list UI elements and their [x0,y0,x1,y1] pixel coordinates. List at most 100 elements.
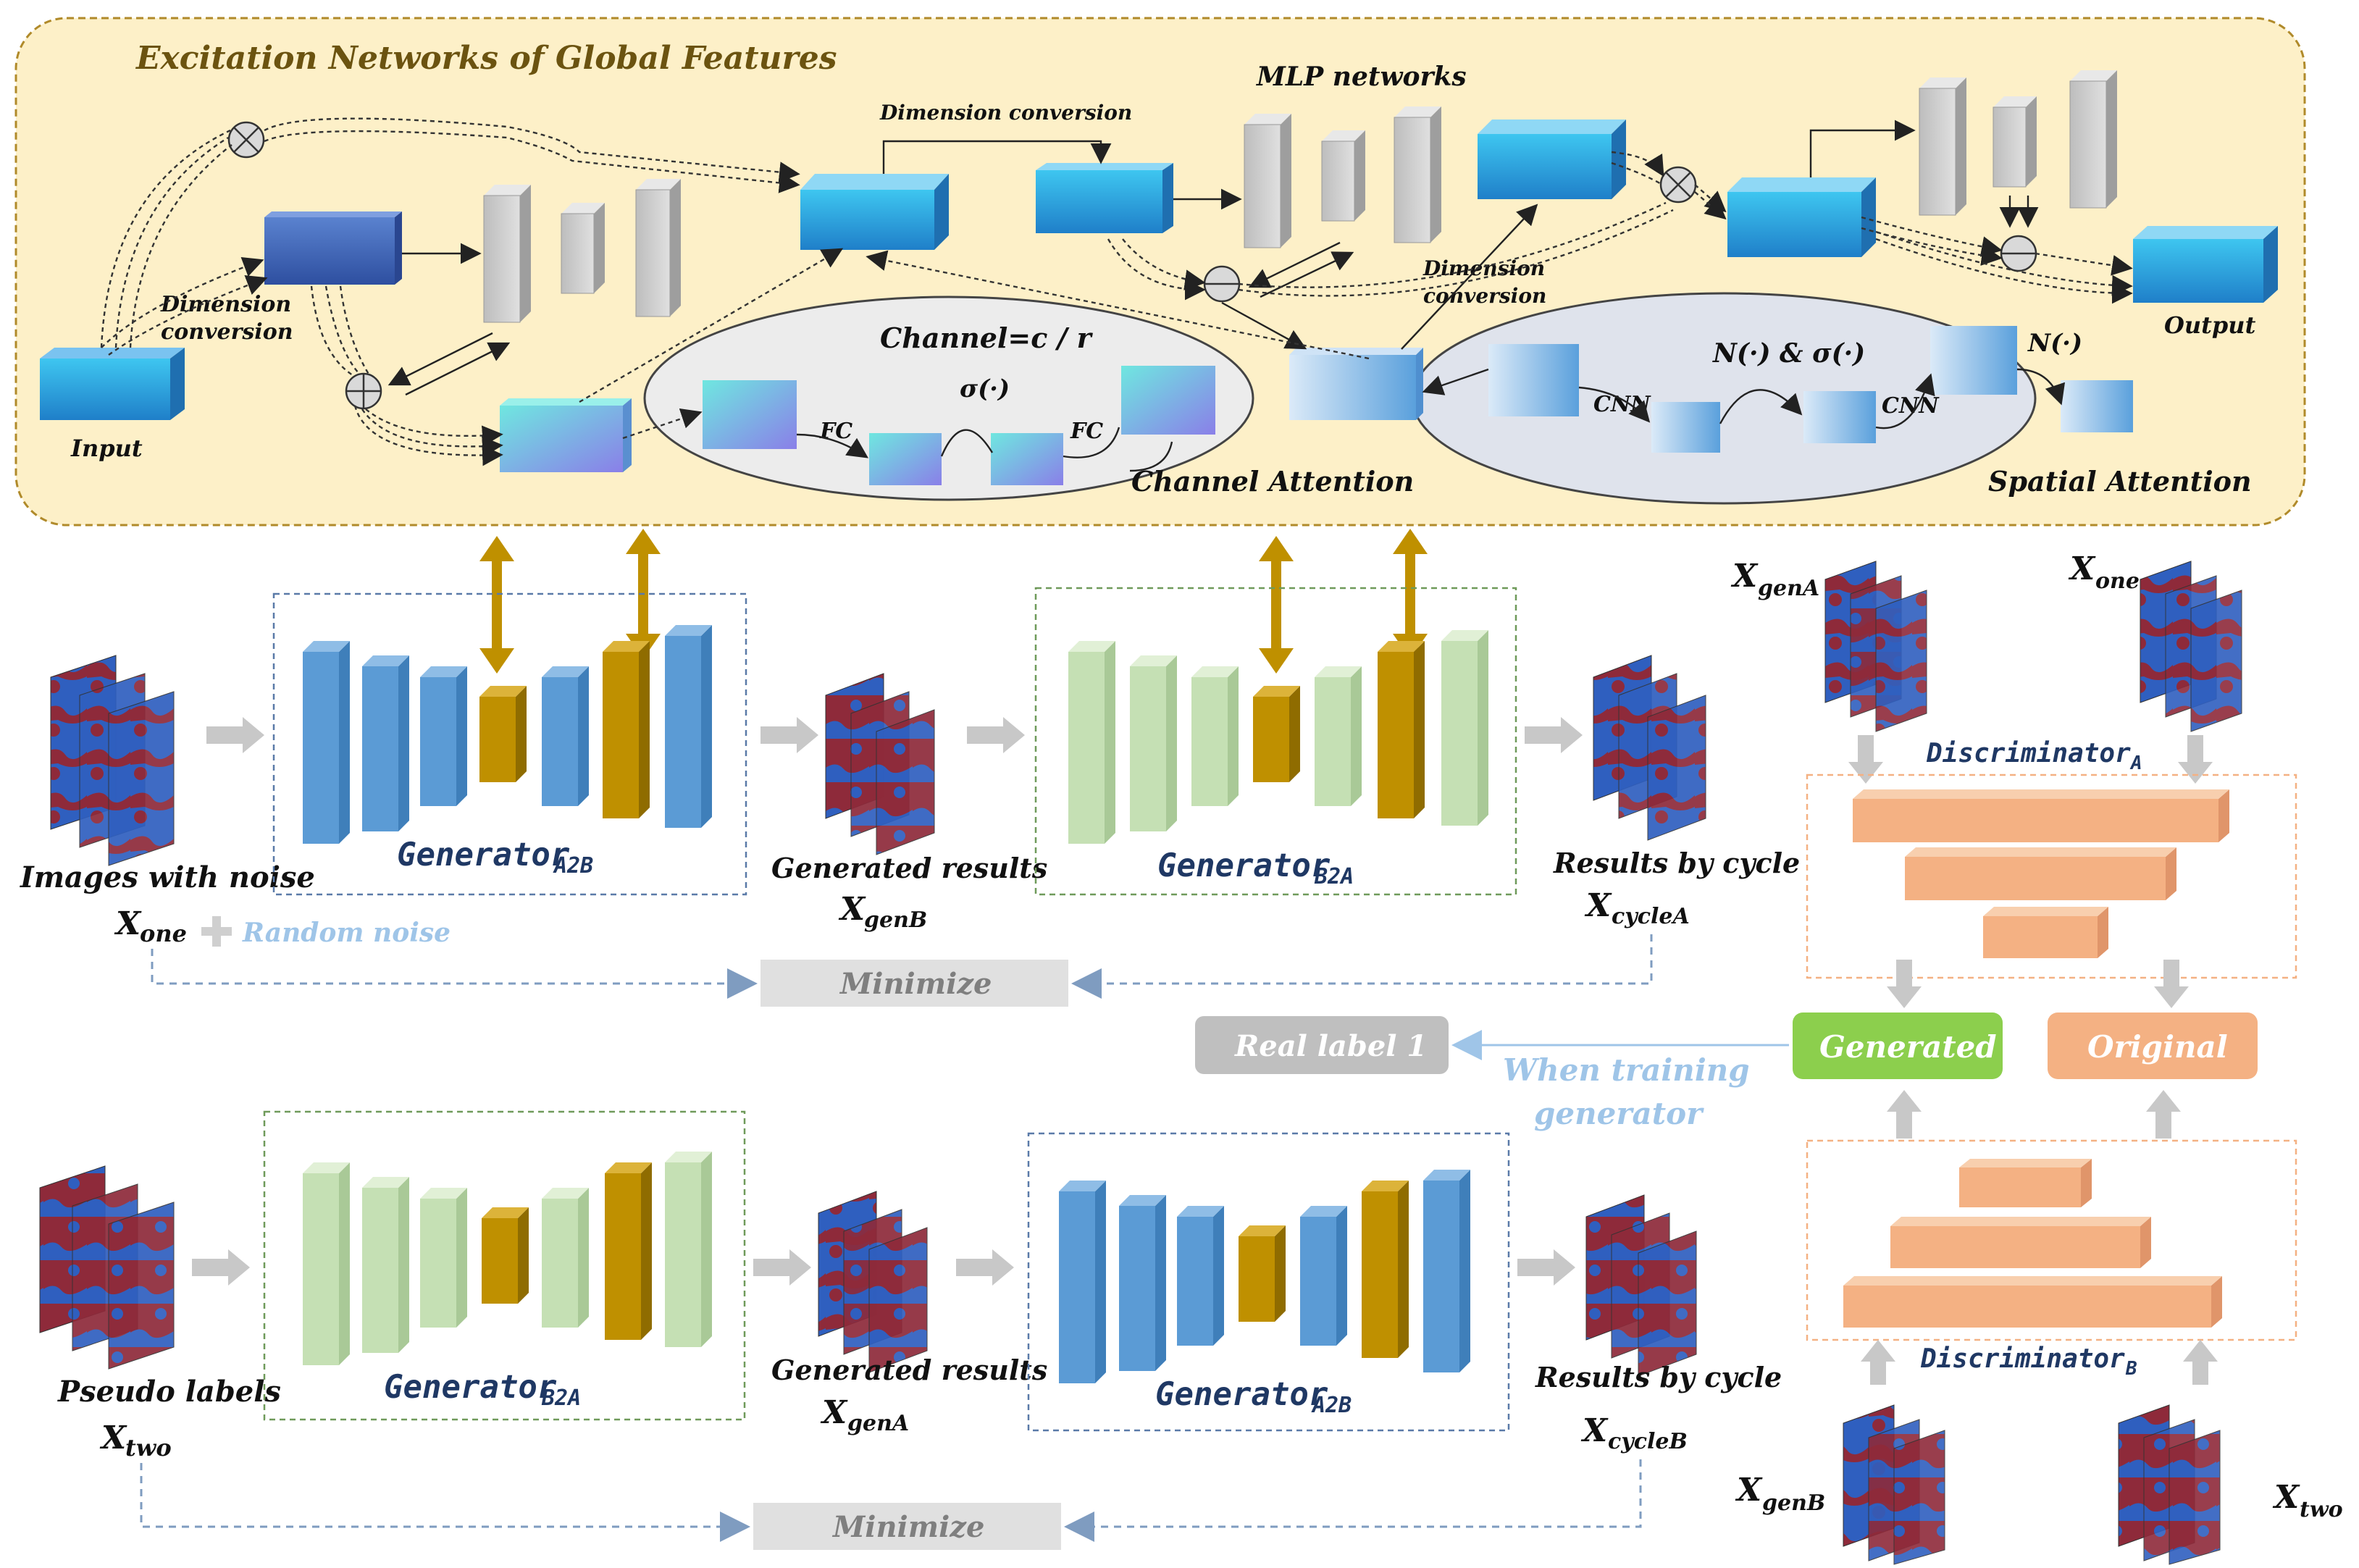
heatmap-generated-row1 [825,673,935,855]
disc-one-sub: one [2095,569,2140,594]
generator-b2a-row1-sub: B2A [1314,864,1354,889]
heatmap-one-disc [2140,561,2242,732]
disc-b-main: Discriminator [1920,1344,2125,1374]
channel-formula: Channel=c / r [880,322,1094,354]
generator-a2b-row1-main: Generator [397,837,570,873]
n-sigma-label: N(·) & σ(·) [1712,338,1865,369]
channel-attention-label: Channel Attention [1131,465,1414,498]
minimize-badge-row1 [761,960,1068,1007]
sky-block-4 [1727,177,1876,257]
cyan-block [500,398,632,472]
gray-up-arrows-discB [1861,1340,2218,1385]
original-badge [2048,1013,2258,1079]
mlp-bars-far-right [1919,70,2117,216]
disc-one-var: X [2068,550,2096,587]
sigma-label: σ(·) [960,374,1010,403]
gray-down-arrows-outputs [1887,960,2189,1008]
disc-genA-var: X [1730,558,1759,595]
subtract-icon-right [2000,235,2037,272]
pale-block [1289,348,1423,420]
disc-a-main: Discriminator [1926,739,2131,768]
generator-b2a-row2-main: Generator [384,1369,557,1406]
spatial-attention-label: Spatial Attention [1988,465,2252,498]
gray-up-arrows-outputs [1887,1090,2181,1139]
disc-b-bars [1843,1159,2222,1328]
row1-generated-sub: genB [864,907,927,933]
generator-b2a-blocks-row1 [1068,630,1488,844]
input-block [40,348,185,420]
row2-generated-sub: genA [847,1411,909,1436]
generator-a2b-box-row2 [1027,1132,1510,1432]
row2-input-label: Pseudo labels [57,1375,281,1409]
generator-b2a-row2-sub: B2A [541,1385,581,1411]
mlp-bars-left [483,179,681,323]
excitation-panel: Excitation Networks of Global Features I… [14,17,2306,527]
row1-input-var: X [114,905,142,942]
heatmap-input-row1 [50,655,175,866]
when-training-1: When training [1503,1052,1750,1088]
sky-block-3 [1478,120,1626,199]
generator-a2b-blocks-row2 [1059,1170,1470,1383]
generator-b2a-box-row2 [263,1110,746,1421]
disc-two-var: X [2272,1479,2300,1516]
dim-conv-left-1: Dimension [160,292,291,317]
row2-cycle-var: X [1580,1412,1609,1449]
cnn1-label: CNN [1593,392,1651,417]
heatmap-cycle-row1 [1593,655,1706,841]
mlp-bars-right [1244,106,1441,248]
minimize-badge-row2 [753,1503,1061,1550]
dim-conv-right-2: conversion [1423,284,1546,308]
heatmap-genA-disc [1824,561,1927,732]
row1-generated-var: X [838,891,866,928]
row1-cycle-sub: cycleA [1612,904,1690,929]
spatial-attention-blocks [1488,326,2133,453]
generator-a2b-box-row1 [272,592,747,896]
plus-icon-noise [201,916,232,947]
dim-conv-right-1: Dimension [1422,256,1545,280]
channel-attention-blocks [703,366,1215,485]
generator-a2b-row1-sub: A2B [553,853,593,879]
n-dot-label: N(·) [2027,329,2082,358]
disc-genB-sub: genB [1762,1491,1825,1516]
real-label: Real label 1 [1234,1029,1427,1063]
heatmap-two-disc [2118,1404,2221,1565]
generated-badge [1793,1013,2003,1079]
original-label: Original [2087,1029,2228,1065]
when-training-2: generator [1534,1096,1704,1131]
subtract-icon [1203,265,1241,303]
disc-b-sub: B [2125,1358,2137,1380]
fc1-label: FC [819,419,852,444]
generator-a2b-blocks-row1 [303,625,712,844]
row2-input-sub: two [125,1434,172,1462]
gold-link-arrows [479,529,1428,674]
row2-generated-label: Generated results [771,1354,1047,1386]
dimension-block-dark [264,211,402,285]
row1-cycle-label: Results by cycle [1553,847,1800,879]
real-label-badge [1195,1016,1449,1074]
output-block [2133,226,2278,303]
disc-b-box [1806,1139,2297,1341]
generator-a2b-row2-main: Generator [1155,1376,1328,1413]
generated-label: Generated [1819,1029,1997,1065]
row1-cycle-var: X [1584,887,1612,924]
multiply-icon [227,121,265,159]
disc-genB-var: X [1735,1472,1763,1509]
disc-a-sub: A [2129,752,2142,774]
disc-a-box [1806,773,2297,979]
fc2-label: FC [1070,419,1103,444]
row2-input-var: X [99,1420,127,1456]
generator-b2a-box-row1 [1034,587,1517,896]
gray-arrows-row2 [192,1249,1575,1286]
sky-block-2 [1036,163,1173,233]
row1-input-label: Images with noise [20,860,315,894]
random-noise-label: Random noise [242,918,451,948]
row2-minimize: Minimize [831,1510,984,1544]
generator-b2a-row1-main: Generator [1157,847,1331,884]
mlp-label: MLP networks [1255,62,1467,92]
heatmap-cycle-row2 [1585,1194,1697,1377]
gray-down-arrows-discA [1848,735,2213,784]
plus-icon [345,372,382,410]
dim-conv-top: Dimension conversion [879,101,1132,125]
sky-block-1 [800,174,949,250]
